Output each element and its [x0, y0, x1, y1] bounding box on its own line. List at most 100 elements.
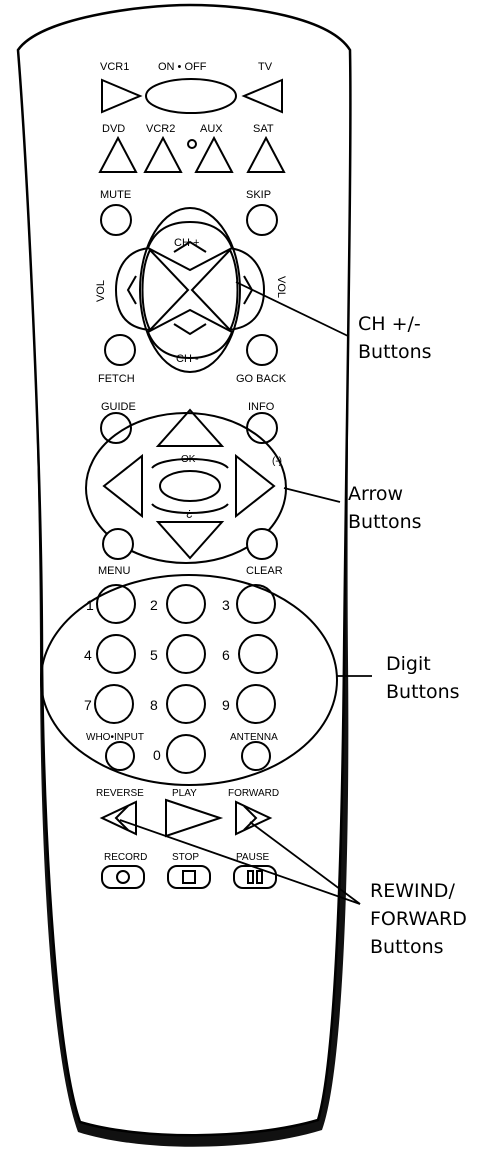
who-input-button[interactable]: [105, 741, 135, 771]
tv-button[interactable]: [241, 78, 283, 114]
chevron-left-icon: [126, 275, 137, 305]
record-label: RECORD: [104, 852, 147, 863]
digit-button-8[interactable]: [166, 684, 206, 724]
ch-callout-line1: CH +/-: [358, 313, 421, 335]
digit-button-9[interactable]: [236, 684, 276, 724]
menu-button[interactable]: [102, 528, 134, 560]
digit-button-3[interactable]: [236, 584, 276, 624]
ch-plus-label: CH +: [174, 237, 199, 249]
pause-icon-right: [256, 870, 263, 884]
arrow-callout-line1: Arrow: [348, 483, 403, 505]
digit-button-6[interactable]: [238, 634, 278, 674]
stop-button[interactable]: [167, 865, 211, 889]
ok-label: OK: [181, 454, 196, 465]
stop-label: STOP: [172, 852, 199, 863]
ok-button[interactable]: [159, 470, 221, 502]
ok-ring-bottom: [151, 503, 229, 514]
on-off-button[interactable]: [145, 78, 237, 114]
pause-button[interactable]: [233, 865, 277, 889]
ch-callout-line2: Buttons: [358, 341, 432, 363]
digit-button-7[interactable]: [94, 684, 134, 724]
mute-button[interactable]: [100, 204, 132, 236]
vcr1-label: VCR1: [100, 61, 129, 73]
fetch-button[interactable]: [104, 334, 136, 366]
fetch-label: FETCH: [98, 373, 135, 385]
vol-right-label: VOL: [275, 276, 287, 298]
digit-label-3: 3: [222, 597, 230, 613]
digit-button-0[interactable]: [166, 734, 206, 774]
digit-label-0: 0: [153, 747, 161, 763]
digit-pad: 1 2 3 4 5 6 7 8 9 WHO•INPUT 0 ANTENNA: [40, 574, 338, 786]
aux-button[interactable]: [194, 135, 234, 173]
arrow-left-button[interactable]: [102, 453, 143, 519]
arrow-callout-line2: Buttons: [348, 511, 422, 533]
digit-highlight-ellipse: [40, 574, 338, 786]
digit-label-6: 6: [222, 647, 230, 663]
ok-ring-top: [151, 458, 229, 469]
reverse-button[interactable]: [99, 800, 137, 836]
go-back-button[interactable]: [246, 334, 278, 366]
pause-label: PAUSE: [236, 852, 269, 863]
skip-button[interactable]: [246, 204, 278, 236]
chevron-down-icon: [173, 323, 207, 336]
digit-label-7: 7: [84, 697, 92, 713]
guide-button[interactable]: [100, 412, 132, 444]
dvd-label: DVD: [102, 123, 125, 135]
forward-button[interactable]: [235, 800, 273, 836]
antenna-button[interactable]: [241, 741, 271, 771]
record-button[interactable]: [101, 865, 145, 889]
menu-label: MENU: [98, 565, 130, 577]
tv-label: TV: [258, 61, 273, 73]
i-label: ¿: [186, 507, 193, 519]
ch-highlight-ellipse: [139, 207, 241, 373]
info-label: INFO: [248, 401, 275, 413]
vcr1-button[interactable]: [101, 78, 143, 114]
clear-button[interactable]: [246, 528, 278, 560]
rewind-callout-line1: REWIND/: [370, 880, 455, 902]
vcr2-button[interactable]: [143, 135, 183, 173]
stop-icon: [182, 870, 196, 884]
digit-label-2: 2: [150, 597, 158, 613]
sat-button[interactable]: [246, 135, 286, 173]
play-button[interactable]: [165, 798, 224, 838]
pause-icon-left: [247, 870, 254, 884]
digit-label-1: 1: [86, 597, 94, 613]
ch-leader-line: [235, 281, 349, 337]
rewind-callout-line3: Buttons: [370, 936, 444, 958]
clear-label: CLEAR: [246, 565, 283, 577]
mute-label: MUTE: [100, 189, 131, 201]
record-icon: [116, 870, 130, 884]
vol-right-wedge: [190, 248, 239, 332]
remote-outline: [16, 3, 352, 1137]
arrow-down-button[interactable]: [155, 521, 225, 560]
rewind-leader-line-1: [119, 819, 361, 905]
reverse-label: REVERSE: [96, 788, 144, 799]
digit-button-2[interactable]: [166, 584, 206, 624]
ch-up-button[interactable]: [146, 220, 234, 272]
who-input-label: WHO•INPUT: [86, 732, 144, 743]
arrow-right-button[interactable]: [235, 453, 276, 519]
guide-label: GUIDE: [101, 401, 136, 413]
digit-button-4[interactable]: [96, 634, 136, 674]
info-sub-label: (-): [272, 456, 282, 467]
digit-button-5[interactable]: [166, 634, 206, 674]
rewind-callout-line2: FORWARD: [370, 908, 467, 930]
arrow-leader-line: [283, 487, 341, 503]
antenna-label: ANTENNA: [230, 732, 278, 743]
ch-minus-label: CH -: [176, 353, 199, 365]
dvd-button[interactable]: [98, 135, 138, 173]
digit-button-1[interactable]: [96, 584, 136, 624]
go-back-label: GO BACK: [236, 373, 287, 385]
vol-left-label: VOL: [95, 280, 107, 302]
skip-label: SKIP: [246, 189, 271, 201]
arrow-up-button[interactable]: [155, 408, 225, 447]
aux-label: AUX: [200, 123, 223, 135]
forward-icon: [243, 805, 258, 831]
on-off-label: ON • OFF: [158, 61, 207, 73]
digit-label-4: 4: [84, 647, 92, 663]
vcr2-label: VCR2: [146, 123, 175, 135]
chevron-up-icon: [173, 240, 207, 253]
forward-label: FORWARD: [228, 788, 279, 799]
digit-callout-line2: Buttons: [386, 681, 460, 703]
